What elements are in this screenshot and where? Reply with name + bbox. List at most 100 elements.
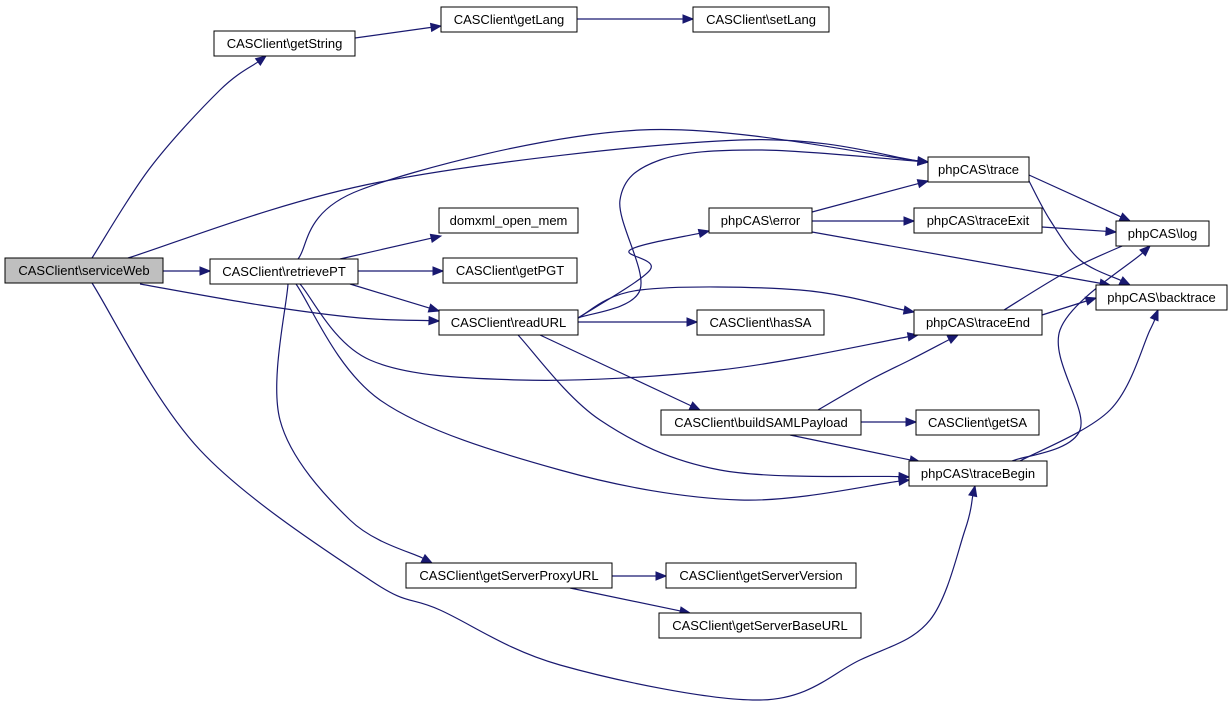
- edge-readURL-to-traceEnd: [577, 286, 916, 319]
- node-label: CASClient\getPGT: [456, 263, 564, 278]
- edge-line: [811, 183, 919, 213]
- edge-line: [817, 339, 950, 411]
- nodes-layer: CASClient\serviceWebCASClient\getStringC…: [4, 6, 1228, 639]
- node-box[interactable]: [696, 309, 825, 336]
- edge-getString-to-getLang: [354, 22, 443, 39]
- edge-line: [127, 139, 919, 259]
- node-label: domxml_open_mem: [450, 213, 568, 228]
- node-readURL[interactable]: CASClient\readURL: [438, 309, 579, 336]
- edge-arrowhead: [688, 401, 702, 411]
- node-retrievePT[interactable]: CASClient\retrievePT: [209, 258, 359, 285]
- edge-line: [276, 283, 424, 559]
- node-box[interactable]: [908, 460, 1048, 487]
- node-box[interactable]: [438, 309, 579, 336]
- node-box[interactable]: [1115, 220, 1210, 247]
- node-getLang[interactable]: CASClient\getLang: [440, 6, 578, 33]
- edge-arrowhead: [898, 471, 911, 482]
- edge-serviceWeb-to-readURL: [139, 283, 441, 326]
- edge-retrievePT-to-readURL: [349, 283, 441, 313]
- node-box[interactable]: [927, 156, 1030, 183]
- edge-line: [349, 283, 430, 309]
- node-box[interactable]: [692, 6, 830, 33]
- node-label: CASClient\getServerVersion: [679, 568, 842, 583]
- node-getString[interactable]: CASClient\getString: [213, 30, 356, 57]
- node-domxml[interactable]: domxml_open_mem: [438, 207, 579, 234]
- node-box[interactable]: [913, 207, 1043, 234]
- edge-line: [91, 282, 974, 701]
- edge-arrowhead: [1105, 226, 1118, 237]
- node-backtrace[interactable]: phpCAS\backtrace: [1095, 284, 1228, 311]
- node-label: CASClient\getServerProxyURL: [419, 568, 598, 583]
- node-box[interactable]: [209, 258, 359, 285]
- node-box[interactable]: [440, 6, 578, 33]
- node-box[interactable]: [405, 562, 613, 589]
- edge-readURL-to-trace: [577, 149, 930, 319]
- edge-line: [91, 61, 259, 259]
- node-label: phpCAS\error: [721, 213, 801, 228]
- edge-trace-to-log: [1028, 174, 1132, 222]
- node-label: phpCAS\traceExit: [927, 213, 1030, 228]
- edge-phpError-to-trace: [811, 179, 930, 213]
- node-box[interactable]: [4, 257, 164, 284]
- edge-arrowhead: [1084, 296, 1098, 306]
- edge-traceBegin-to-log: [1011, 245, 1151, 462]
- edge-arrowhead: [697, 228, 711, 239]
- edge-arrowhead: [686, 317, 699, 327]
- node-label: CASClient\getSA: [928, 415, 1027, 430]
- edge-arrowhead: [1118, 212, 1132, 222]
- edge-arrowhead: [1139, 245, 1151, 257]
- edge-arrowhead: [420, 553, 434, 564]
- node-getServerVersion[interactable]: CASClient\getServerVersion: [665, 562, 857, 589]
- node-box[interactable]: [913, 309, 1043, 336]
- edge-line: [295, 283, 900, 501]
- node-label: CASClient\buildSAMLPayload: [674, 415, 847, 430]
- node-getServerProxyURL[interactable]: CASClient\getServerProxyURL: [405, 562, 613, 589]
- node-box[interactable]: [213, 30, 356, 57]
- node-box[interactable]: [665, 562, 857, 589]
- node-label: CASClient\setLang: [706, 12, 816, 27]
- edge-arrowhead: [199, 266, 212, 276]
- edge-retrievePT-to-getPGT: [358, 266, 445, 276]
- node-traceBegin[interactable]: phpCAS\traceBegin: [908, 460, 1048, 487]
- edge-arrowhead: [682, 14, 695, 24]
- node-hasSA[interactable]: CASClient\hasSA: [696, 309, 825, 336]
- node-traceEnd[interactable]: phpCAS\traceEnd: [913, 309, 1043, 336]
- node-trace[interactable]: phpCAS\trace: [927, 156, 1030, 183]
- node-label: CASClient\hasSA: [710, 315, 812, 330]
- edge-serviceWeb-to-traceBegin: [91, 282, 978, 701]
- node-box[interactable]: [438, 207, 579, 234]
- node-box[interactable]: [708, 207, 813, 234]
- edge-buildSAML-to-getSA: [861, 417, 918, 427]
- node-phpError[interactable]: phpCAS\error: [708, 207, 813, 234]
- edge-arrowhead: [968, 484, 978, 498]
- node-box[interactable]: [915, 409, 1040, 436]
- edge-arrowhead: [432, 266, 445, 276]
- node-box[interactable]: [660, 409, 862, 436]
- node-traceExit[interactable]: phpCAS\traceExit: [913, 207, 1043, 234]
- node-getPGT[interactable]: CASClient\getPGT: [442, 257, 578, 284]
- edge-traceEnd-to-backtrace: [1041, 296, 1098, 316]
- node-box[interactable]: [658, 612, 862, 639]
- edge-arrowhead: [427, 303, 441, 313]
- edge-line: [139, 283, 430, 322]
- edge-arrowhead: [916, 179, 930, 189]
- node-getServerBaseURL[interactable]: CASClient\getServerBaseURL: [658, 612, 862, 639]
- node-label: CASClient\getServerBaseURL: [672, 618, 848, 633]
- node-serviceWeb[interactable]: CASClient\serviceWeb: [4, 257, 164, 284]
- edge-readURL-to-buildSAML: [539, 334, 702, 411]
- node-box[interactable]: [1095, 284, 1228, 311]
- edge-line: [577, 149, 919, 319]
- node-setLang[interactable]: CASClient\setLang: [692, 6, 830, 33]
- node-getSA[interactable]: CASClient\getSA: [915, 409, 1040, 436]
- node-buildSAML[interactable]: CASClient\buildSAMLPayload: [660, 409, 862, 436]
- edge-line: [517, 334, 900, 478]
- node-label: CASClient\retrievePT: [222, 264, 346, 279]
- edge-getLang-to-setLang: [577, 14, 695, 24]
- edge-arrowhead: [905, 417, 918, 427]
- node-log[interactable]: phpCAS\log: [1115, 220, 1210, 247]
- node-label: CASClient\getString: [227, 36, 343, 51]
- edge-phpError-to-traceExit: [812, 216, 916, 226]
- edge-line: [297, 128, 919, 260]
- node-box[interactable]: [442, 257, 578, 284]
